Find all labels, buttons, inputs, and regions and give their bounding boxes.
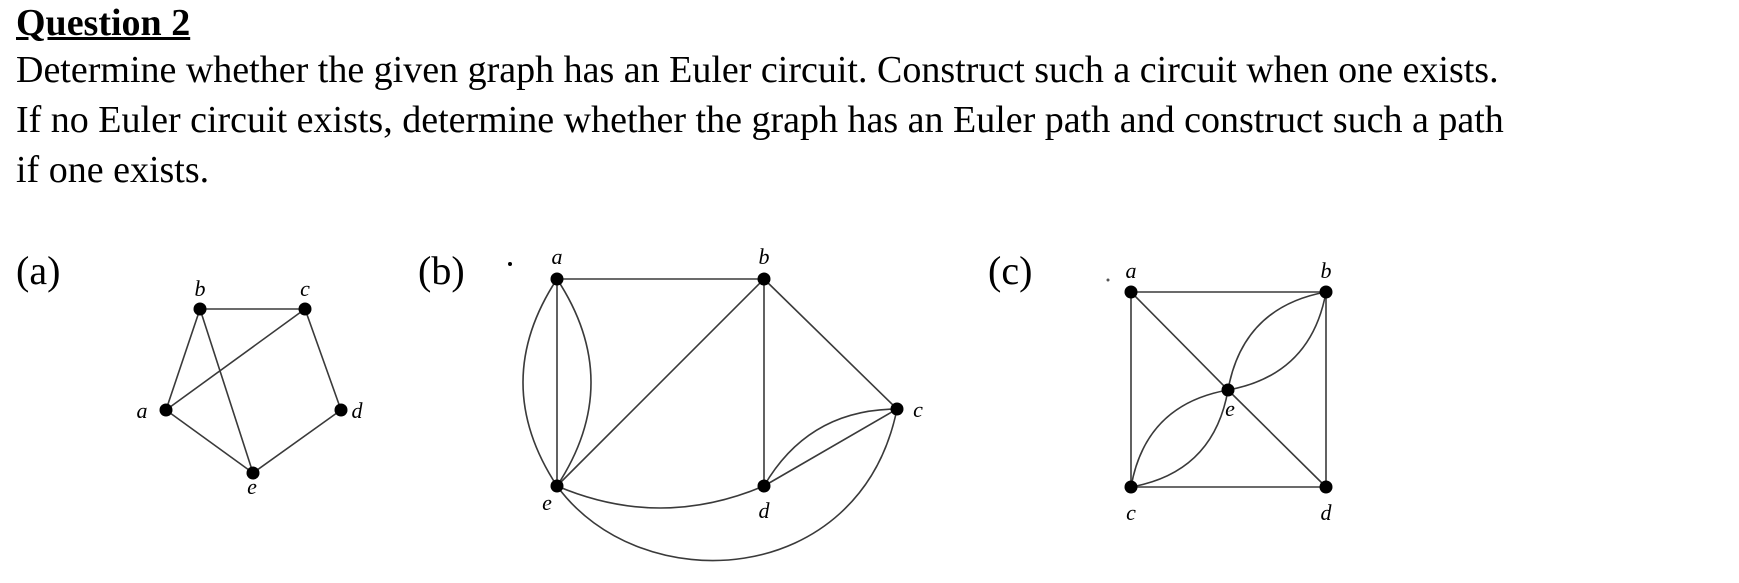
graph-b-edge-e-c — [556, 408, 898, 562]
graph-b-vertex-c — [890, 402, 904, 416]
graph-a-edge-a-b — [165, 308, 201, 411]
graph-a-vertex-b — [193, 302, 207, 316]
graph-c-label-e: e — [1225, 396, 1235, 421]
graph-a: a b c d e — [137, 276, 364, 499]
graph-b-label-c: c — [913, 397, 923, 422]
question-text-line-2: If no Euler circuit exists, determine wh… — [16, 99, 1504, 141]
graph-a-edge-c-d — [304, 308, 342, 411]
graph-c-label-b: b — [1321, 258, 1332, 283]
graph-a-vertex-e — [246, 466, 260, 480]
graph-b-edge-e-d — [556, 485, 765, 509]
graph-b-edge-d-c — [763, 408, 898, 487]
part-a-label: (a) — [16, 248, 61, 293]
question-heading: Question 2 — [16, 2, 191, 44]
graph-a-edge-d-e — [252, 409, 342, 474]
graph-c-vertex-c — [1124, 480, 1138, 494]
stray-dot — [1106, 278, 1110, 282]
graph-b-edge-b-c — [763, 278, 898, 410]
graph-b-label-e: e — [542, 490, 552, 515]
graph-c-edge-b-e — [1227, 291, 1327, 391]
graph-c-edge-c-e — [1130, 389, 1229, 488]
graph-b-label-b: b — [759, 244, 770, 269]
graph-c-edge-b-e — [1227, 291, 1327, 391]
graph-a-vertex-d — [334, 403, 348, 417]
graph-c-vertex-a — [1124, 285, 1138, 299]
question-text-line-3: if one exists. — [16, 149, 210, 191]
graph-a-label-a: a — [137, 398, 148, 423]
graph-c-label-a: a — [1126, 258, 1137, 283]
graph-a-label-d: d — [352, 398, 364, 423]
graph-a-label-e: e — [247, 474, 257, 499]
graph-c-vertex-e — [1221, 383, 1235, 397]
graph-a-vertex-a — [159, 403, 173, 417]
graph-b-edge-b-e — [556, 278, 765, 487]
part-b-label: (b) — [418, 248, 465, 293]
graph-c-vertex-b — [1319, 285, 1333, 299]
graph-a-edge-b-e — [199, 308, 254, 474]
graph-c: a b c d e — [1124, 258, 1333, 525]
graph-b: a b c d e — [522, 244, 923, 562]
graph-a-vertex-c — [298, 302, 312, 316]
graph-a-label-b: b — [195, 276, 206, 301]
graph-c-vertex-d — [1319, 480, 1333, 494]
graph-b-label-a: a — [552, 244, 563, 269]
graph-b-edge-d-c — [763, 408, 898, 487]
part-c-label: (c) — [988, 248, 1033, 293]
question-text-line-1: Determine whether the given graph has an… — [16, 49, 1499, 91]
graph-c-edge-c-e — [1130, 389, 1229, 488]
stray-dot — [508, 262, 512, 266]
graph-c-edge-a-e — [1130, 291, 1229, 391]
graph-a-edge-a-c — [165, 308, 306, 411]
graph-b-vertex-d — [757, 479, 771, 493]
graph-b-edge-a-e — [522, 278, 558, 487]
graph-b-vertex-a — [550, 272, 564, 286]
graph-c-edge-e-d — [1227, 389, 1327, 488]
graph-c-label-c: c — [1126, 500, 1136, 525]
graph-b-edge-a-e — [556, 278, 592, 487]
graph-b-vertex-e — [550, 479, 564, 493]
graph-c-label-d: d — [1321, 500, 1333, 525]
graph-b-vertex-b — [757, 272, 771, 286]
graph-a-edge-a-e — [165, 409, 254, 474]
graph-b-label-d: d — [759, 498, 771, 523]
graph-a-label-c: c — [300, 276, 310, 301]
